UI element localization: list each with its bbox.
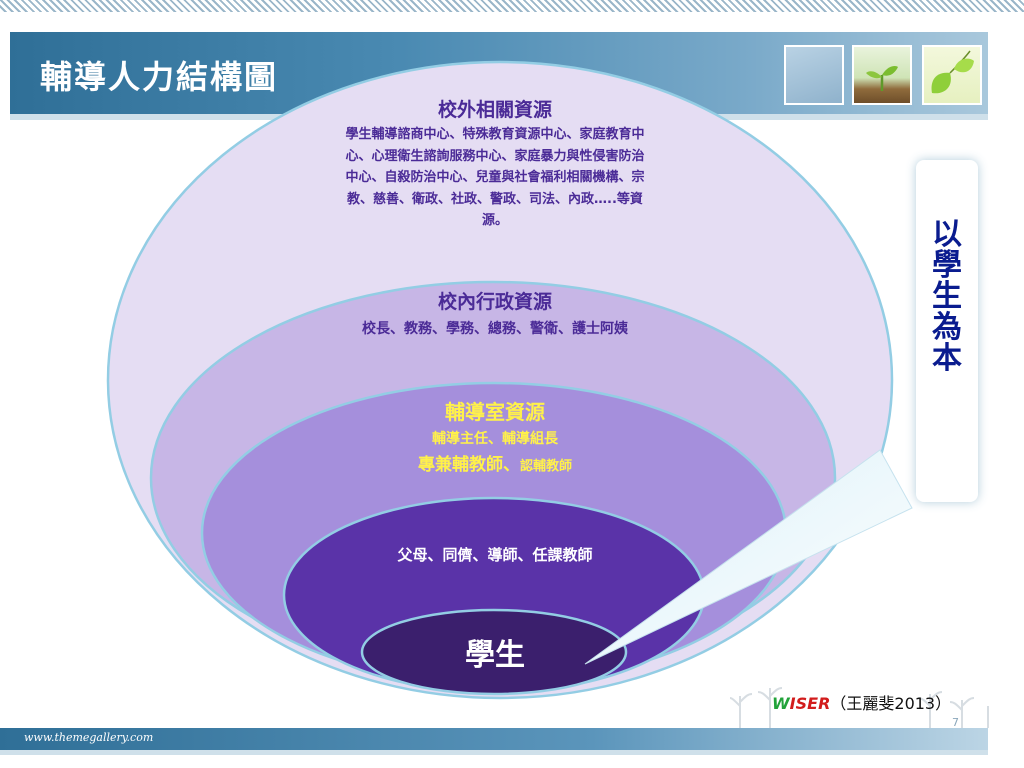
footer-band (0, 728, 988, 755)
page-number: 7 (952, 716, 959, 729)
guidance-ring-line2: 專兼輔教師、認輔教師 (350, 450, 640, 475)
guidance-line2-small: 認輔教師 (519, 459, 572, 474)
callout-beam (584, 449, 913, 665)
callout-char: 生 (932, 278, 962, 314)
credit-author: （王麗斐2013） (830, 694, 952, 713)
credit-w: W (772, 694, 790, 713)
callout-text: 以 學 生 為 本 (916, 217, 978, 376)
sprout-icon (852, 45, 912, 105)
family-ring-body: 父母、同儕、導師、任課教師 (397, 546, 593, 564)
credit-text: WISER（王麗斐2013） (772, 690, 951, 714)
decorative-plants (730, 687, 989, 728)
callout-char: 本 (932, 340, 962, 376)
student-centered-callout: 以 學 生 為 本 (916, 160, 978, 502)
slide-title: 輔導人力結構圖 (40, 58, 279, 96)
callout-char: 為 (932, 309, 962, 345)
footer-url[interactable]: www.themegallery.com (24, 731, 154, 744)
credit-iser: ISER (789, 694, 831, 713)
callout-char: 學 (932, 247, 962, 283)
student-center-label: 學生 (465, 638, 525, 673)
admin-ring-body: 校長、教務、學務、總務、警衛、護士阿姨 (362, 321, 628, 337)
blue-tile-icon (784, 45, 844, 105)
guidance-ring-title: 輔導室資源 (445, 400, 545, 424)
outer-ring-title: 校外相關資源 (437, 99, 552, 121)
student-ring (360, 608, 628, 696)
outer-ring-body: 學生輔導諮商中心、特殊教育資源中心、家庭教育中心、心理衛生諮詢服務中心、家庭暴力… (345, 127, 645, 228)
admin-ring-title: 校內行政資源 (437, 291, 552, 313)
leaf-icon (922, 45, 982, 105)
guidance-line2-main: 專兼輔教師、 (417, 455, 520, 475)
callout-char: 以 (932, 217, 962, 252)
top-pattern-stripe (0, 0, 1024, 12)
guidance-ring-line1: 輔導主任、輔導組長 (432, 431, 558, 447)
